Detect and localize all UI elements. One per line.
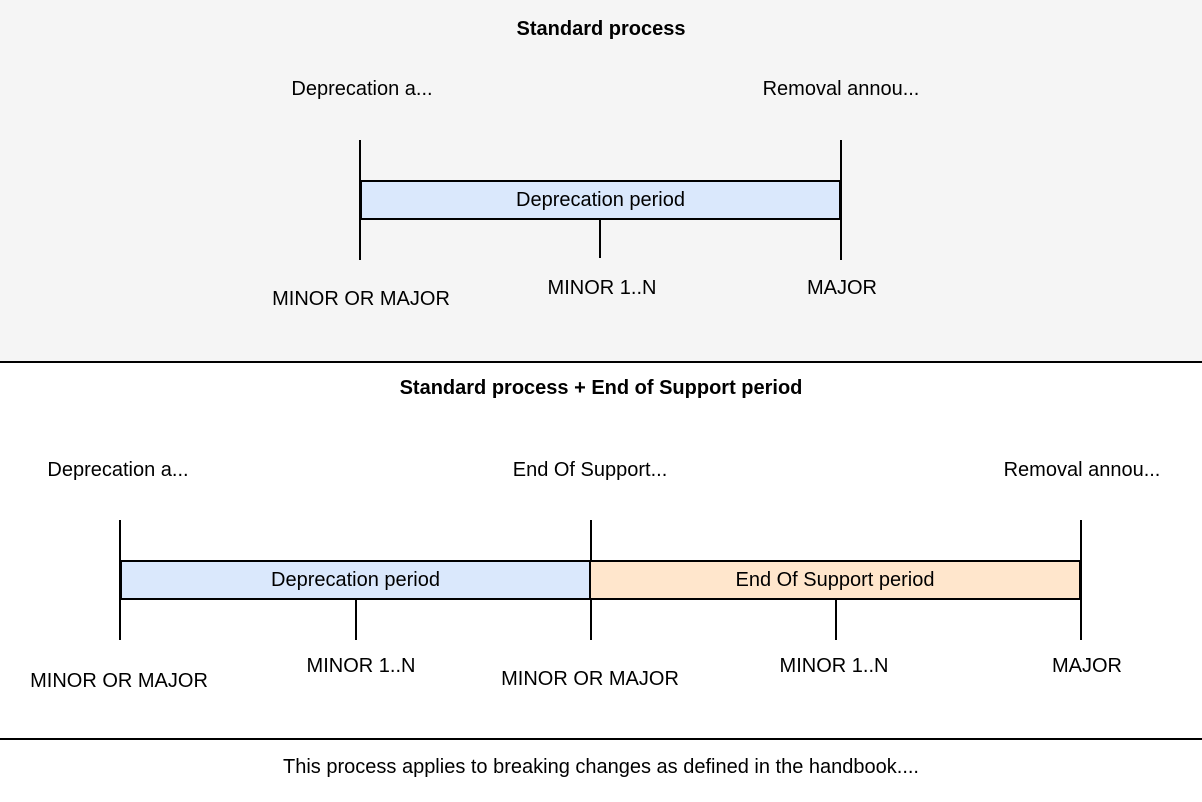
- version-label-minor-or-major: MINOR OR MAJOR: [30, 670, 208, 692]
- timeline-end-line: [1080, 520, 1082, 640]
- eos-period-bar: End Of Support period: [589, 560, 1081, 600]
- timeline-mid-tick: [599, 220, 601, 258]
- version-label-major: MAJOR: [1052, 655, 1122, 677]
- deprecation-period-bar-label: Deprecation period: [271, 568, 440, 591]
- deprecation-mid-tick: [355, 600, 357, 640]
- eos-mid-tick: [835, 600, 837, 640]
- version-label-major: MAJOR: [807, 277, 877, 299]
- version-label-minor-or-major: MINOR OR MAJOR: [272, 288, 450, 310]
- deprecation-period-bar: Deprecation period: [120, 560, 591, 600]
- eos-period-bar-label: End Of Support period: [735, 568, 935, 591]
- standard-process-panel: Standard process Deprecation a... Remova…: [0, 0, 1202, 363]
- version-label-minor-or-major: MINOR OR MAJOR: [501, 668, 679, 690]
- footer-note: This process applies to breaking changes…: [283, 756, 919, 778]
- version-label-minor-1n: MINOR 1..N: [779, 655, 889, 677]
- timeline-end-line: [840, 140, 842, 260]
- milestone-deprecation-announcement: Deprecation a...: [291, 78, 433, 100]
- milestone-end-of-support: End Of Support...: [512, 459, 668, 481]
- footer-band: This process applies to breaking changes…: [0, 740, 1202, 802]
- milestone-removal-announcement: Removal annou...: [1003, 459, 1161, 481]
- eos-process-panel: Standard process + End of Support period…: [0, 363, 1202, 740]
- version-label-minor-1n: MINOR 1..N: [547, 277, 657, 299]
- deprecation-period-bar: Deprecation period: [360, 180, 841, 220]
- milestone-deprecation-announcement: Deprecation a...: [47, 459, 189, 481]
- eos-process-title: Standard process + End of Support period: [399, 377, 803, 399]
- version-label-minor-1n: MINOR 1..N: [306, 655, 416, 677]
- standard-process-title: Standard process: [516, 18, 686, 40]
- deprecation-period-bar-label: Deprecation period: [516, 188, 685, 211]
- milestone-removal-announcement: Removal annou...: [762, 78, 920, 100]
